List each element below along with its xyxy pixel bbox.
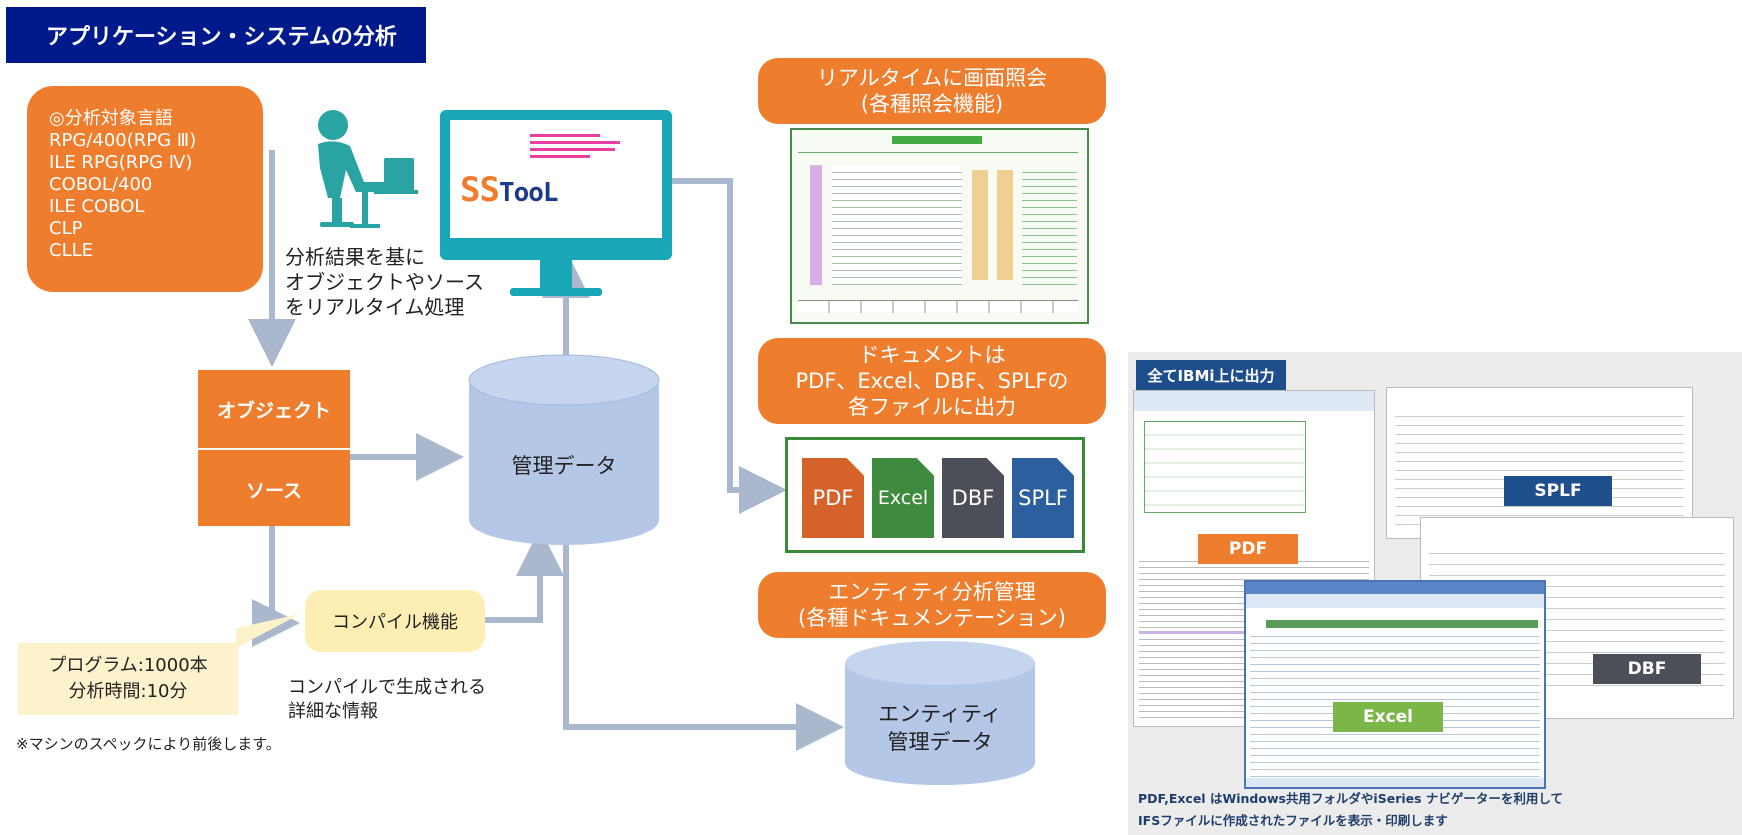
- realtime-screen-preview: [790, 128, 1089, 324]
- compile-function-box: コンパイル機能: [305, 590, 485, 652]
- sstool-logo: SSTooL: [460, 170, 559, 210]
- language-heading: ◎分析対象言語: [49, 108, 173, 129]
- footnote: ※マシンのスペックにより前後します。: [16, 735, 281, 753]
- stats-pointer: [236, 614, 300, 648]
- monitor-screen: SSTooL: [450, 120, 662, 238]
- document-output-pill: ドキュメントは PDF、Excel、DBF、SPLFの 各ファイルに出力: [758, 338, 1106, 424]
- object-source-box: オブジェクト ソース: [198, 370, 350, 526]
- arrow-compile-to-db: [484, 528, 564, 623]
- excel-sample-label: Excel: [1333, 702, 1443, 732]
- language-list-box: ◎分析対象言語 RPG/400(RPG Ⅲ) ILE RPG(RPG Ⅳ) CO…: [27, 86, 263, 292]
- management-data-cylinder: [468, 354, 660, 545]
- compile-caption: コンパイルで生成される 詳細な情報: [288, 677, 486, 722]
- language-item: RPG/400(RPG Ⅲ): [49, 130, 197, 151]
- pdf-sample-label: PDF: [1198, 534, 1298, 564]
- splf-sample-label: SPLF: [1504, 476, 1612, 506]
- arrow-source-to-compile: [252, 526, 300, 647]
- stats-programs: プログラム:1000本: [48, 655, 208, 676]
- arrow-monitor-to-files: [672, 178, 787, 514]
- source-label: ソース: [245, 479, 303, 502]
- entity-data-label: エンティティ 管理データ: [878, 702, 1002, 754]
- language-item: ILE RPG(RPG Ⅳ): [49, 152, 193, 173]
- ibmi-panel-header: 全てIBMi上に出力: [1136, 360, 1286, 390]
- dbf-sample-label: DBF: [1593, 654, 1701, 684]
- splf-sample-doc: [1386, 387, 1693, 539]
- stats-box: プログラム:1000本 分析時間:10分: [18, 643, 238, 715]
- file-types-frame: PDF Excel DBF SPLF: [785, 437, 1085, 553]
- pdf-file-icon: PDF: [802, 458, 864, 538]
- realtime-pill: リアルタイムに画面照会 (各種照会機能): [758, 58, 1106, 124]
- object-label: オブジェクト: [216, 399, 331, 422]
- dbf-file-icon: DBF: [942, 458, 1004, 538]
- ibmi-panel-caption: PDF,Excel はWindows共用フォルダやiSeries ナビゲーターを…: [1138, 791, 1564, 828]
- splf-file-icon: SPLF: [1012, 458, 1074, 538]
- language-item: ILE COBOL: [49, 196, 145, 217]
- excel-file-icon: Excel: [872, 458, 934, 538]
- entity-analysis-pill: エンティティ分析管理 (各種ドキュメンテーション): [758, 572, 1106, 638]
- management-data-label: 管理データ: [511, 454, 617, 478]
- language-item: CLP: [49, 218, 83, 239]
- ibmi-output-panel: 全てIBMi上に出力 PDF SPLF DBF Excel PDF,Excel …: [1128, 352, 1742, 835]
- compile-label: コンパイル機能: [332, 612, 458, 633]
- arrow-db-to-entity: [563, 530, 844, 751]
- excel-sample-window: [1244, 580, 1546, 789]
- analysis-caption: 分析結果を基に オブジェクトやソース をリアルタイム処理: [285, 245, 484, 319]
- stats-time: 分析時間:10分: [68, 681, 188, 702]
- language-item: CLLE: [49, 240, 93, 261]
- language-item: COBOL/400: [49, 174, 153, 195]
- monitor: SSTooL: [440, 110, 672, 296]
- person-at-desk-icon: [318, 110, 418, 228]
- page-title: アプリケーション・システムの分析: [6, 7, 426, 63]
- entity-data-cylinder: [845, 641, 1035, 785]
